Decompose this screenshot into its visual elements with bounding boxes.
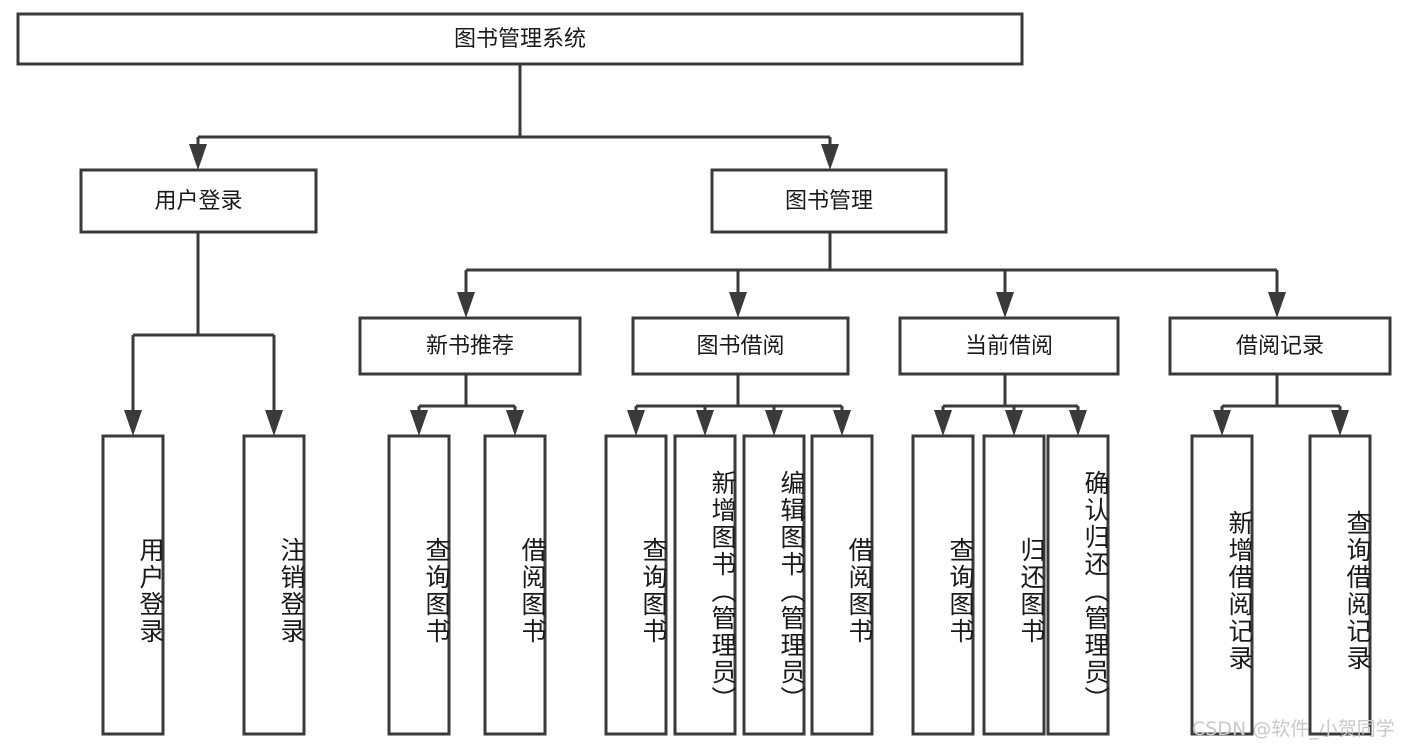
arrow-head-icon bbox=[765, 410, 783, 436]
arrow-head-icon bbox=[1005, 410, 1023, 436]
node-label: 图书借阅 bbox=[696, 334, 784, 359]
node-label: 借阅记录 bbox=[1236, 334, 1324, 359]
node-n-book-borrow[interactable] bbox=[631, 316, 850, 376]
arrow-head-icon bbox=[506, 410, 524, 436]
node-leaf-borrow-query-book[interactable] bbox=[604, 434, 668, 736]
node-n-user-login[interactable] bbox=[79, 168, 318, 234]
node-boxes-layer bbox=[16, 12, 1392, 736]
node-leaf-rec-query-book[interactable] bbox=[387, 434, 451, 736]
node-n-borrow-record[interactable] bbox=[1168, 316, 1392, 376]
node-n-book-manage[interactable] bbox=[710, 168, 948, 234]
csdn-watermark: CSDN @软件_小贺同学 bbox=[1192, 718, 1395, 740]
node-root[interactable] bbox=[16, 12, 1024, 66]
arrow-head-icon bbox=[410, 410, 428, 436]
arrow-head-icon bbox=[1331, 410, 1349, 436]
arrow-head-icon bbox=[627, 410, 645, 436]
arrow-head-icon bbox=[696, 410, 714, 436]
node-label: 图书管理系统 bbox=[454, 27, 586, 52]
node-label: 图书管理 bbox=[785, 189, 873, 214]
node-leaf-borrow-borrow-book[interactable] bbox=[810, 434, 874, 736]
node-leaf-user-login[interactable] bbox=[101, 434, 165, 736]
node-n-new-book-rec[interactable] bbox=[358, 316, 582, 376]
node-leaf-current-return-book[interactable] bbox=[982, 434, 1046, 736]
connectors-layer bbox=[124, 64, 1349, 436]
arrow-head-icon bbox=[996, 292, 1014, 318]
node-n-current-borrow[interactable] bbox=[898, 316, 1120, 376]
node-leaf-current-confirm-return[interactable] bbox=[1046, 434, 1110, 736]
node-leaf-borrow-add-book[interactable] bbox=[673, 434, 737, 736]
node-leaf-record-query[interactable] bbox=[1308, 434, 1372, 736]
arrow-head-icon bbox=[1213, 410, 1231, 436]
node-leaf-borrow-edit-book[interactable] bbox=[742, 434, 806, 736]
node-leaf-rec-borrow-book[interactable] bbox=[483, 434, 547, 736]
arrow-head-icon bbox=[1268, 292, 1286, 318]
node-leaf-user-logout[interactable] bbox=[242, 434, 306, 736]
arrow-head-icon bbox=[729, 292, 747, 318]
arrow-head-icon bbox=[1069, 410, 1087, 436]
arrow-head-icon bbox=[189, 144, 207, 170]
arrow-head-icon bbox=[934, 410, 952, 436]
node-label: 当前借阅 bbox=[965, 334, 1053, 359]
arrow-head-icon bbox=[821, 144, 839, 170]
node-leaf-record-add[interactable] bbox=[1190, 434, 1254, 736]
arrow-head-icon bbox=[833, 410, 851, 436]
node-leaf-current-query-book[interactable] bbox=[911, 434, 975, 736]
arrow-head-icon bbox=[265, 410, 283, 436]
arrow-head-icon bbox=[457, 292, 475, 318]
node-label: 新书推荐 bbox=[426, 334, 514, 359]
arrow-head-icon bbox=[124, 410, 142, 436]
node-label: 用户登录 bbox=[154, 189, 242, 214]
